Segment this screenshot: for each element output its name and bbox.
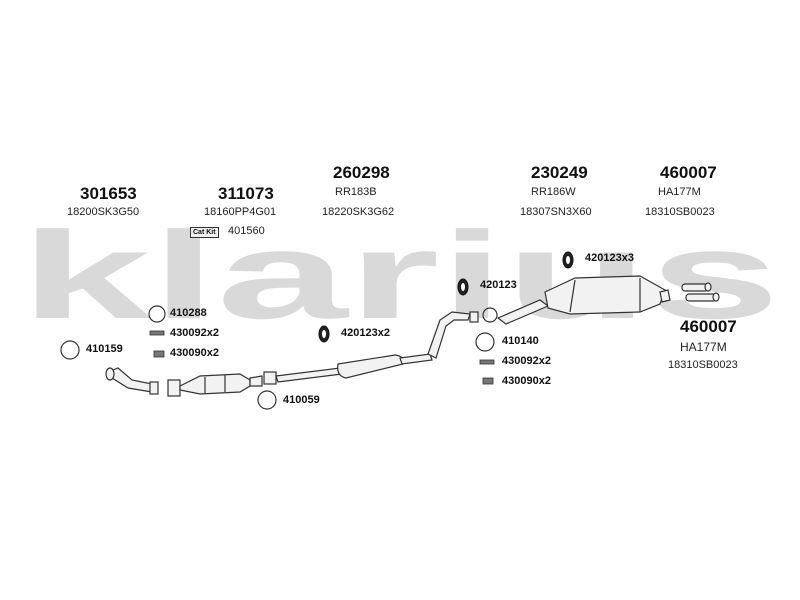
oem-number-460007-tailpipe: HA177M bbox=[680, 340, 727, 354]
callout-420123: 420123 bbox=[480, 279, 517, 291]
callout-430090x2-right: 430090x2 bbox=[502, 375, 551, 387]
oem-number-260298: RR183B bbox=[335, 186, 377, 198]
ring-clamp-icon bbox=[482, 307, 498, 323]
part-number-311073: 311073 bbox=[218, 184, 274, 203]
callout-410059: 410059 bbox=[283, 394, 320, 406]
oem-number-460007-top: HA177M bbox=[658, 186, 701, 198]
gasket-ring-icon bbox=[475, 332, 495, 352]
callout-430090x2-left: 430090x2 bbox=[170, 347, 219, 359]
gasket-ring-icon bbox=[148, 305, 166, 323]
part-number-230249: 230249 bbox=[531, 163, 588, 182]
oem-number-2-230249: 18307SN3X60 bbox=[520, 206, 592, 218]
oem-number-230249: RR186W bbox=[531, 186, 576, 198]
centre-silencer bbox=[337, 353, 433, 379]
oem-number-301653: 18200SK3G50 bbox=[67, 206, 140, 218]
front-pipe bbox=[105, 367, 159, 395]
part-number-460007-top: 460007 bbox=[660, 163, 717, 182]
bolt-icon bbox=[149, 330, 165, 336]
oem-number-2-260298: 18220SK3G62 bbox=[322, 206, 395, 218]
intermediate-pipe bbox=[263, 367, 343, 385]
part-number-260298: 260298 bbox=[333, 163, 390, 182]
tailpipe-trims bbox=[681, 282, 720, 302]
oem-number-311073: 18160PP4G01 bbox=[204, 206, 277, 218]
oem-number-2-460007-tailpipe: 18310SB0023 bbox=[668, 359, 738, 371]
bolt-icon bbox=[479, 359, 495, 365]
nut-icon bbox=[153, 350, 165, 358]
callout-430092x2-left: 430092x2 bbox=[170, 327, 219, 339]
cat-kit-badge: Cat Kit bbox=[190, 227, 219, 238]
watermark-text: klarius bbox=[20, 207, 780, 345]
rear-silencer bbox=[544, 275, 671, 315]
gasket-ring-icon bbox=[60, 340, 80, 360]
rubber-hanger-hole bbox=[461, 283, 465, 291]
callout-410159: 410159 bbox=[86, 343, 123, 355]
rubber-hanger-hole bbox=[322, 330, 326, 338]
callout-420123x3: 420123x3 bbox=[585, 252, 634, 264]
callout-410140: 410140 bbox=[502, 335, 539, 347]
oem-number-2-460007-top: 18310SB0023 bbox=[645, 206, 715, 218]
callout-430092x2-right: 430092x2 bbox=[502, 355, 551, 367]
catalytic-converter bbox=[167, 373, 263, 397]
part-number-301653: 301653 bbox=[80, 184, 137, 203]
cat-kit-number: 401560 bbox=[228, 225, 265, 237]
callout-410288: 410288 bbox=[170, 307, 207, 319]
rubber-hanger-hole bbox=[566, 256, 570, 264]
part-number-460007-tailpipe: 460007 bbox=[680, 317, 737, 336]
gasket-ring-icon bbox=[257, 390, 277, 410]
callout-420123x2: 420123x2 bbox=[341, 327, 390, 339]
nut-icon bbox=[482, 377, 494, 385]
